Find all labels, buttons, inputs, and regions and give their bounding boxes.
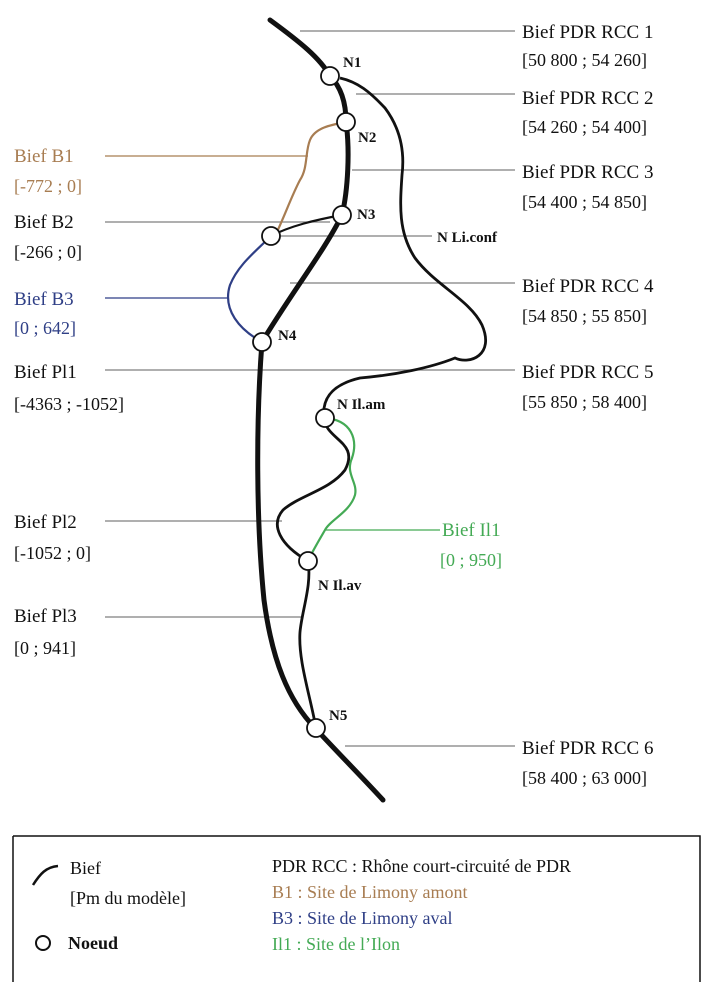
label-rcc3-name: Bief PDR RCC 3 xyxy=(522,162,653,183)
label-rcc4-range: [54 850 ; 55 850] xyxy=(522,306,647,326)
label-il1-name: Bief Il1 xyxy=(442,520,501,541)
legend-b1-def: B1 : Site de Limony amont xyxy=(272,882,468,902)
label-pl1-range: [-4363 ; -1052] xyxy=(14,394,124,414)
label-rcc5-range: [55 850 ; 58 400] xyxy=(522,392,647,412)
node-label-nli: N Li.conf xyxy=(437,230,498,246)
node-label-n1: N1 xyxy=(343,55,361,71)
label-rcc2-name: Bief PDR RCC 2 xyxy=(522,88,653,109)
label-pl2-name: Bief Pl2 xyxy=(14,512,77,533)
bief-b1-line xyxy=(275,120,347,235)
label-b1-range: [-772 ; 0] xyxy=(14,176,82,196)
node-label-n2: N2 xyxy=(358,130,376,146)
label-rcc6-name: Bief PDR RCC 6 xyxy=(522,738,653,759)
node-n4 xyxy=(252,332,272,352)
label-b2-name: Bief B2 xyxy=(14,212,74,233)
leader-lines xyxy=(105,30,515,747)
label-b2-range: [-266 ; 0] xyxy=(14,242,82,262)
node-label-n5: N5 xyxy=(329,708,347,724)
legend-bief-label: Bief xyxy=(70,858,101,878)
label-pl1-name: Bief Pl1 xyxy=(14,362,77,383)
legend-bief-sub: [Pm du modèle] xyxy=(70,888,186,908)
bief-line-icon xyxy=(31,864,59,886)
legend-b3-def: B3 : Site de Limony aval xyxy=(272,908,452,928)
label-pl3-range: [0 ; 941] xyxy=(14,638,76,658)
node-n1 xyxy=(320,66,340,86)
node-label-nilam: N Il.am xyxy=(337,397,386,413)
label-rcc3-range: [54 400 ; 54 850] xyxy=(522,192,647,212)
label-rcc2-range: [54 260 ; 54 400] xyxy=(522,117,647,137)
node-nli xyxy=(261,226,281,246)
node-circle-icon xyxy=(35,935,51,951)
node-n3 xyxy=(332,205,352,225)
label-pl3-name: Bief Pl3 xyxy=(14,606,77,627)
node-label-n4: N4 xyxy=(278,328,297,344)
legend-frame xyxy=(12,835,701,982)
label-rcc6-range: [58 400 ; 63 000] xyxy=(522,768,647,788)
node-n2 xyxy=(336,112,356,132)
label-rcc1-range: [50 800 ; 54 260] xyxy=(522,50,647,70)
label-il1-range: [0 ; 950] xyxy=(440,550,502,570)
label-rcc1-name: Bief PDR RCC 1 xyxy=(522,22,653,43)
node-nilam xyxy=(315,408,335,428)
nodes xyxy=(252,66,356,738)
bief-b3-line xyxy=(227,235,272,343)
label-rcc5-name: Bief PDR RCC 5 xyxy=(522,362,653,383)
main-river xyxy=(255,17,386,803)
label-rcc4-name: Bief PDR RCC 4 xyxy=(522,276,654,297)
node-n5 xyxy=(306,718,326,738)
legend-il1-def: Il1 : Site de l’Ilon xyxy=(272,934,400,954)
node-label-n3: N3 xyxy=(357,207,375,223)
node-label-nilav: N Il.av xyxy=(318,578,362,594)
legend-pdr-def: PDR RCC : Rhône court-circuité de PDR xyxy=(272,856,571,876)
bief-il1-line xyxy=(306,416,357,562)
label-b3-name: Bief B3 xyxy=(14,289,74,310)
node-nilav xyxy=(298,551,318,571)
label-b3-range: [0 ; 642] xyxy=(14,318,76,338)
legend: Bief [Pm du modèle] Noeud PDR RCC : Rhôn… xyxy=(12,835,701,982)
label-b1-name: Bief B1 xyxy=(14,146,74,167)
label-pl2-range: [-1052 ; 0] xyxy=(14,543,91,563)
legend-noeud-label: Noeud xyxy=(68,933,118,953)
